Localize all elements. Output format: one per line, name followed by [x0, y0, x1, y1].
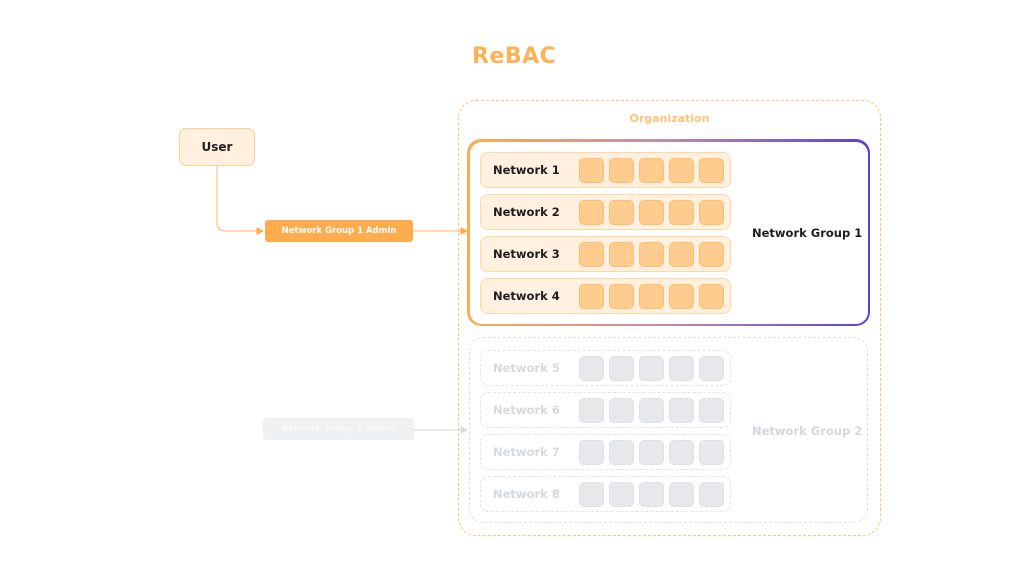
- resource-cell[interactable]: [579, 397, 604, 423]
- resource-cell[interactable]: [669, 241, 694, 267]
- resource-cell[interactable]: [699, 397, 724, 423]
- resource-cell[interactable]: [669, 157, 694, 183]
- resource-cells: [579, 439, 724, 465]
- network-row[interactable]: Network 1: [480, 152, 731, 188]
- resource-cell[interactable]: [699, 241, 724, 267]
- network-label: Network 2: [493, 205, 560, 219]
- network-label: Network 7: [493, 445, 560, 459]
- network-row[interactable]: Network 2: [480, 194, 731, 230]
- role-node-group1-admin[interactable]: Network Group 1 Admin: [265, 220, 413, 242]
- resource-cell[interactable]: [669, 355, 694, 381]
- resource-cells: [579, 199, 724, 225]
- resource-cell[interactable]: [669, 439, 694, 465]
- network-row[interactable]: Network 5: [480, 350, 731, 386]
- resource-cell[interactable]: [609, 283, 634, 309]
- resource-cell[interactable]: [639, 481, 664, 507]
- resource-cell[interactable]: [669, 199, 694, 225]
- resource-cell[interactable]: [699, 283, 724, 309]
- resource-cell[interactable]: [699, 439, 724, 465]
- network-group-1-label: Network Group 1: [752, 226, 863, 240]
- resource-cells: [579, 481, 724, 507]
- resource-cell[interactable]: [579, 241, 604, 267]
- resource-cell[interactable]: [579, 283, 604, 309]
- resource-cell[interactable]: [609, 157, 634, 183]
- network-group-2-label: Network Group 2: [752, 424, 863, 438]
- role-label: Network Group 2 Admin: [281, 424, 396, 434]
- resource-cell[interactable]: [699, 355, 724, 381]
- network-row[interactable]: Network 3: [480, 236, 731, 272]
- network-label: Network 3: [493, 247, 560, 261]
- network-label: Network 6: [493, 403, 560, 417]
- resource-cell[interactable]: [609, 481, 634, 507]
- resource-cell[interactable]: [639, 241, 664, 267]
- organization-label: Organization: [629, 112, 710, 125]
- resource-cells: [579, 157, 724, 183]
- user-label: User: [201, 140, 233, 154]
- network-row[interactable]: Network 4: [480, 278, 731, 314]
- resource-cell[interactable]: [699, 199, 724, 225]
- resource-cell[interactable]: [609, 439, 634, 465]
- resource-cell[interactable]: [639, 199, 664, 225]
- network-row[interactable]: Network 6: [480, 392, 731, 428]
- network-row[interactable]: Network 7: [480, 434, 731, 470]
- resource-cells: [579, 283, 724, 309]
- network-label: Network 4: [493, 289, 560, 303]
- resource-cell[interactable]: [699, 157, 724, 183]
- network-row[interactable]: Network 8: [480, 476, 731, 512]
- resource-cell[interactable]: [639, 439, 664, 465]
- user-node[interactable]: User: [179, 128, 255, 166]
- resource-cell[interactable]: [639, 355, 664, 381]
- network-label: Network 5: [493, 361, 560, 375]
- resource-cells: [579, 355, 724, 381]
- network-group-2-container: [469, 337, 868, 523]
- role-label: Network Group 1 Admin: [281, 226, 397, 236]
- resource-cell[interactable]: [609, 199, 634, 225]
- resource-cell[interactable]: [639, 157, 664, 183]
- resource-cell[interactable]: [579, 199, 604, 225]
- resource-cells: [579, 241, 724, 267]
- resource-cell[interactable]: [639, 283, 664, 309]
- organization-container: [458, 100, 881, 536]
- resource-cell[interactable]: [609, 397, 634, 423]
- resource-cell[interactable]: [699, 481, 724, 507]
- resource-cells: [579, 397, 724, 423]
- network-label: Network 8: [493, 487, 560, 501]
- resource-cell[interactable]: [579, 481, 604, 507]
- diagram-title: ReBAC: [472, 44, 557, 69]
- resource-cell[interactable]: [669, 481, 694, 507]
- resource-cell[interactable]: [669, 283, 694, 309]
- resource-cell[interactable]: [579, 439, 604, 465]
- resource-cell[interactable]: [579, 157, 604, 183]
- resource-cell[interactable]: [639, 397, 664, 423]
- network-label: Network 1: [493, 163, 560, 177]
- role-node-group2-admin[interactable]: Network Group 2 Admin: [263, 418, 414, 440]
- resource-cell[interactable]: [579, 355, 604, 381]
- resource-cell[interactable]: [609, 355, 634, 381]
- resource-cell[interactable]: [669, 397, 694, 423]
- user-to-role-connector: [216, 166, 265, 235]
- resource-cell[interactable]: [609, 241, 634, 267]
